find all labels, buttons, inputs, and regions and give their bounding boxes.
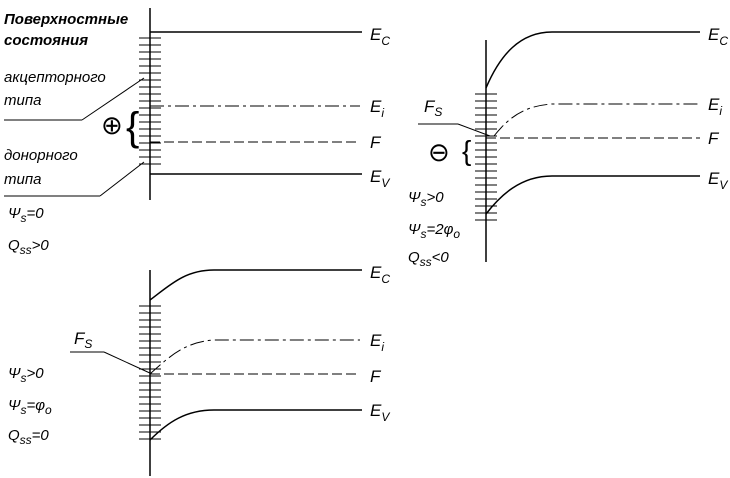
ei-label: Ei (708, 95, 722, 118)
valence-band-edge (485, 175, 700, 215)
acceptor-label-line1: акцепторного (4, 69, 106, 86)
condition-psi-s-positive: Ψs>0 (8, 365, 44, 385)
ev-label: EV (370, 167, 390, 190)
condition-q-ss-zero: Qss=0 (8, 427, 49, 447)
conduction-band-edge (149, 269, 362, 301)
fs-leader-diag (457, 123, 491, 137)
intrinsic-level (493, 103, 700, 137)
fs-leader-diag (103, 351, 153, 375)
states-title-line1: Поверхностные (4, 11, 128, 28)
ec-label: EC (708, 25, 728, 48)
panel-inversion: FS ⊖ { EC Ei F EV Ψs>0 Ψs=2φo Qss<0 (408, 25, 728, 269)
acceptor-label-line2: типа (4, 92, 41, 109)
ev-label: EV (708, 169, 728, 192)
ec-label: EC (370, 25, 390, 48)
condition-psi-s-positive: Ψs>0 (408, 189, 444, 209)
condition-psi-s: Ψs=0 (8, 205, 44, 225)
fs-label: FS (424, 97, 442, 119)
ev-label: EV (370, 401, 390, 424)
states-title-line2: состояния (4, 32, 88, 49)
condition-psi-s-2phi: Ψs=2φo (408, 221, 460, 241)
acceptor-leader-diag (81, 77, 145, 121)
donor-label-line2: типа (4, 171, 41, 188)
f-label: F (370, 367, 382, 386)
ec-label: EC (370, 263, 390, 286)
positive-charge-icon: ⊕ (101, 110, 123, 140)
negative-charge-icon: ⊖ (428, 137, 450, 167)
fs-label: FS (74, 329, 92, 351)
condition-psi-s-phi: Ψs=φo (8, 397, 52, 417)
ei-label: Ei (370, 97, 384, 120)
surface-states-ticks (139, 37, 161, 165)
donor-leader-diag (99, 161, 145, 197)
f-label: F (708, 129, 720, 148)
f-label: F (370, 133, 382, 152)
brace-symbol: { (462, 135, 471, 166)
ei-label: Ei (370, 331, 384, 354)
donor-label-line1: донорного (4, 147, 78, 164)
condition-q-ss: Qss>0 (8, 237, 49, 257)
brace-symbol: { (126, 105, 139, 149)
panel-flat-bands: Поверхностные состояния акцепторного тип… (4, 8, 390, 257)
valence-band-edge (149, 409, 362, 441)
panel-depletion: FS EC Ei F EV Ψs>0 Ψs=φo Qss=0 (8, 263, 390, 476)
conduction-band-edge (485, 31, 700, 89)
intrinsic-level (149, 339, 360, 375)
condition-q-ss-negative: Qss<0 (408, 249, 449, 269)
